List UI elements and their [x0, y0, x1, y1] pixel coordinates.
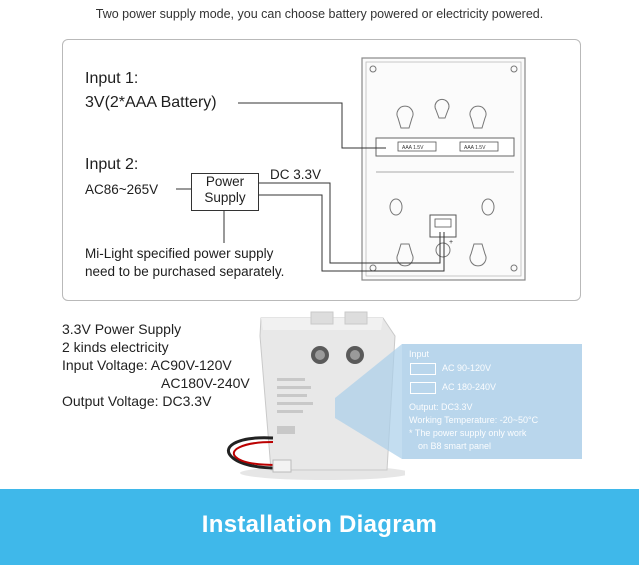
zoom-output: Output: DC3.3V: [409, 402, 473, 412]
svg-text:+: +: [449, 239, 453, 246]
note-line2: need to be purchased separately.: [85, 264, 284, 279]
zoom-option2: AC 180-240V: [442, 382, 496, 392]
zoom-input-label: Input: [409, 349, 429, 359]
footer-banner: Installation Diagram: [0, 489, 639, 565]
input2-label: Input 2:: [85, 156, 138, 174]
battery-label-1: AAA 1.5V: [402, 145, 424, 151]
zoom-panel: Input AC 90-120V AC 180-240V Output: DC3…: [402, 344, 582, 459]
battery-label-2: AAA 1.5V: [464, 145, 486, 151]
checkbox-icon-1: [410, 363, 436, 375]
psu-line1: Power: [192, 174, 258, 190]
power-supply-image: [215, 308, 405, 488]
zoom-option1: AC 90-120V: [442, 363, 491, 373]
note-line1: Mi-Light specified power supply: [85, 246, 273, 261]
footer-title: Installation Diagram: [0, 511, 639, 539]
zoom-note2: on B8 smart panel: [418, 441, 491, 451]
input1-value: 3V(2*AAA Battery): [85, 94, 217, 112]
dc-label: DC 3.3V: [270, 167, 321, 182]
input1-label: Input 1:: [85, 70, 138, 88]
checkbox-icon-2: [410, 382, 436, 394]
input2-value: AC86~265V: [85, 182, 158, 197]
psu-line2: Supply: [192, 190, 258, 206]
power-supply-box: Power Supply: [191, 173, 259, 211]
zoom-note1: * The power supply only work: [409, 428, 526, 438]
zoom-temp: Working Temperature: -20~50°C: [409, 415, 538, 425]
